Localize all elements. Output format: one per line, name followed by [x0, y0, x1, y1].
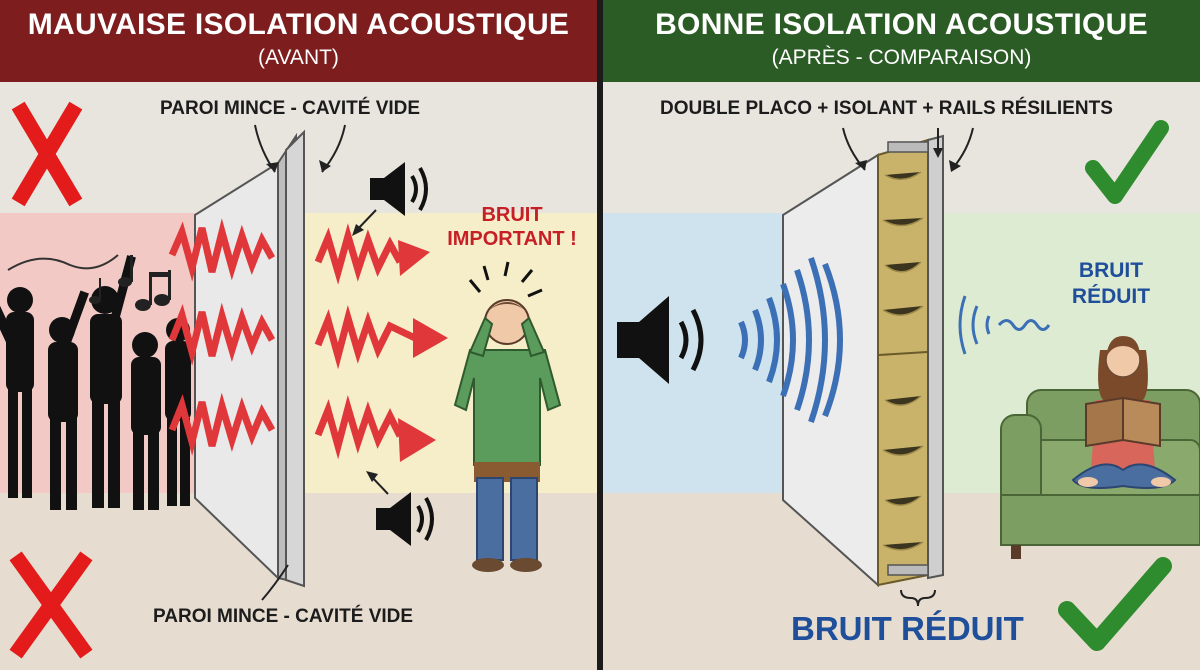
stress-marks-icon	[468, 261, 543, 298]
reduced-noise-line2: RÉDUIT	[1071, 285, 1151, 308]
sound-waves-incoming	[738, 257, 843, 423]
noise-arrows-through-wall	[314, 223, 448, 462]
reduced-noise-label: BRUIT RÉDUIT	[1051, 258, 1171, 310]
check-icon	[1058, 557, 1172, 651]
bad-insulation-title: MAUVAISE ISOLATION ACOUSTIQUE	[27, 8, 570, 41]
wall-label-bottom: PAROI MINCE - CAVITÉ VIDE	[153, 606, 414, 627]
music-notes-icon	[7, 254, 171, 311]
wall-label-top: PAROI MINCE - CAVITÉ VIDE	[160, 98, 421, 119]
reduced-noise-bottom-label: BRUIT RÉDUIT	[791, 610, 1024, 647]
cross-icon	[11, 101, 83, 207]
noise-zigzags-source	[168, 218, 276, 456]
speaker-icon-bottom	[366, 471, 434, 546]
good-insulation-scene	[603, 82, 1200, 670]
good-insulation-header: BONNE ISOLATION ACOUSTIQUE (APRÈS - COMP…	[603, 0, 1200, 82]
annoyed-man-figure	[453, 261, 562, 572]
panel-divider	[597, 0, 603, 670]
reduced-noise-line1: BRUIT	[1078, 259, 1144, 282]
wall-composition-label: DOUBLE PLACO + ISOLANT + RAILS RÉSILIENT…	[660, 98, 1113, 119]
bad-insulation-header: MAUVAISE ISOLATION ACOUSTIQUE (AVANT)	[0, 0, 597, 82]
speaker-icon	[617, 296, 704, 384]
bad-insulation-scene	[0, 82, 597, 670]
bad-insulation-panel: MAUVAISE ISOLATION ACOUSTIQUE (AVANT) PA…	[0, 0, 597, 670]
loud-noise-line1: BRUIT	[481, 204, 543, 226]
reading-woman-figure	[1071, 336, 1177, 489]
sound-waves-reduced	[958, 295, 1051, 355]
cross-icon	[9, 551, 93, 659]
good-insulation-subtitle: (APRÈS - COMPARAISON)	[771, 46, 1032, 69]
loud-noise-line2: IMPORTANT !	[447, 228, 577, 250]
check-icon	[1085, 120, 1169, 204]
good-insulation-panel: BONNE ISOLATION ACOUSTIQUE (APRÈS - COMP…	[603, 0, 1200, 670]
speaker-icon-top	[352, 162, 428, 236]
bad-insulation-subtitle: (AVANT)	[258, 46, 339, 69]
loud-noise-label: BRUIT IMPORTANT !	[432, 203, 592, 251]
good-insulation-title: BONNE ISOLATION ACOUSTIQUE	[655, 8, 1148, 41]
crowd-silhouette	[0, 255, 191, 510]
